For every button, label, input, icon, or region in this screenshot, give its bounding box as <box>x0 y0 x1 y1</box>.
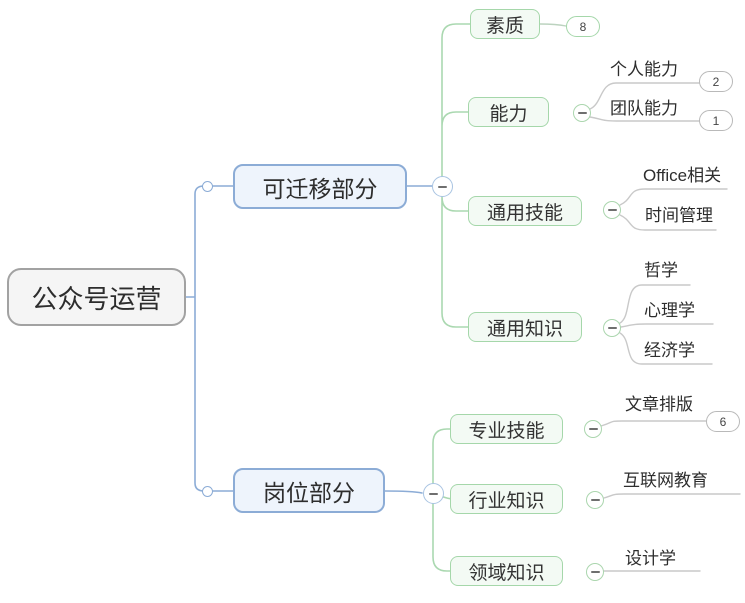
node-topic-industry-knowledge[interactable]: 行业知识 <box>450 484 563 514</box>
node-topic-quality[interactable]: 素质 <box>470 9 540 39</box>
badge-count-team-ability[interactable]: 1 <box>699 110 733 131</box>
node-topic-domain-knowledge[interactable]: 领域知识 <box>450 556 563 586</box>
collapse-toggle-industry-knowledge minus-icon[interactable] <box>586 491 604 509</box>
collapse-toggle-ability minus-icon[interactable] <box>573 104 591 122</box>
collapse-toggle-professional-skills minus-icon[interactable] <box>584 420 602 438</box>
root-branch-links <box>185 185 433 494</box>
transferable-children-links <box>441 23 471 328</box>
collapse-toggle-general-knowledge minus-icon[interactable] <box>603 319 621 337</box>
branch-joint-dot <box>202 181 213 192</box>
minus-icon <box>588 428 598 430</box>
badge-count-quality[interactable]: 8 <box>566 16 600 37</box>
node-topic-general-knowledge[interactable]: 通用知识 <box>468 312 582 342</box>
collapse-toggle-general-skills minus-icon[interactable] <box>603 201 621 219</box>
leaf-article-layout[interactable]: 文章排版 <box>625 395 693 414</box>
node-topic-professional-skills[interactable]: 专业技能 <box>450 414 563 444</box>
collapse-toggle-position minus-icon[interactable] <box>423 483 444 504</box>
node-branch-transferable[interactable]: 可迁移部分 <box>233 164 407 209</box>
leaf-psychology[interactable]: 心理学 <box>644 301 695 320</box>
branch-joint-dot <box>202 486 213 497</box>
minus-icon <box>429 492 438 495</box>
minus-icon <box>577 112 587 114</box>
collapse-toggle-transferable minus-icon[interactable] <box>432 176 453 197</box>
leaf-internet-education[interactable]: 互联网教育 <box>623 471 708 490</box>
leaf-links <box>589 82 741 572</box>
node-topic-ability[interactable]: 能力 <box>468 97 549 127</box>
leaf-design[interactable]: 设计学 <box>625 549 676 568</box>
badge-count-article-layout[interactable]: 6 <box>706 411 740 432</box>
minus-icon <box>438 185 447 188</box>
minus-icon <box>590 571 600 573</box>
leaf-time-management[interactable]: 时间管理 <box>645 206 713 225</box>
minus-icon <box>607 209 617 211</box>
leaf-economics[interactable]: 经济学 <box>644 341 695 360</box>
node-root[interactable]: 公众号运营 <box>7 268 186 326</box>
leaf-office-related[interactable]: Office相关 <box>643 166 722 185</box>
node-branch-position[interactable]: 岗位部分 <box>233 468 385 513</box>
badge-count-personal-ability[interactable]: 2 <box>699 71 733 92</box>
leaf-philosophy[interactable]: 哲学 <box>644 261 678 280</box>
minus-icon <box>590 499 600 501</box>
collapse-toggle-domain-knowledge minus-icon[interactable] <box>586 563 604 581</box>
quality-badge-link <box>539 23 567 27</box>
leaf-personal-ability[interactable]: 个人能力 <box>610 60 678 79</box>
leaf-team-ability[interactable]: 团队能力 <box>610 99 678 118</box>
minus-icon <box>607 327 617 329</box>
node-topic-general-skills[interactable]: 通用技能 <box>468 196 582 226</box>
